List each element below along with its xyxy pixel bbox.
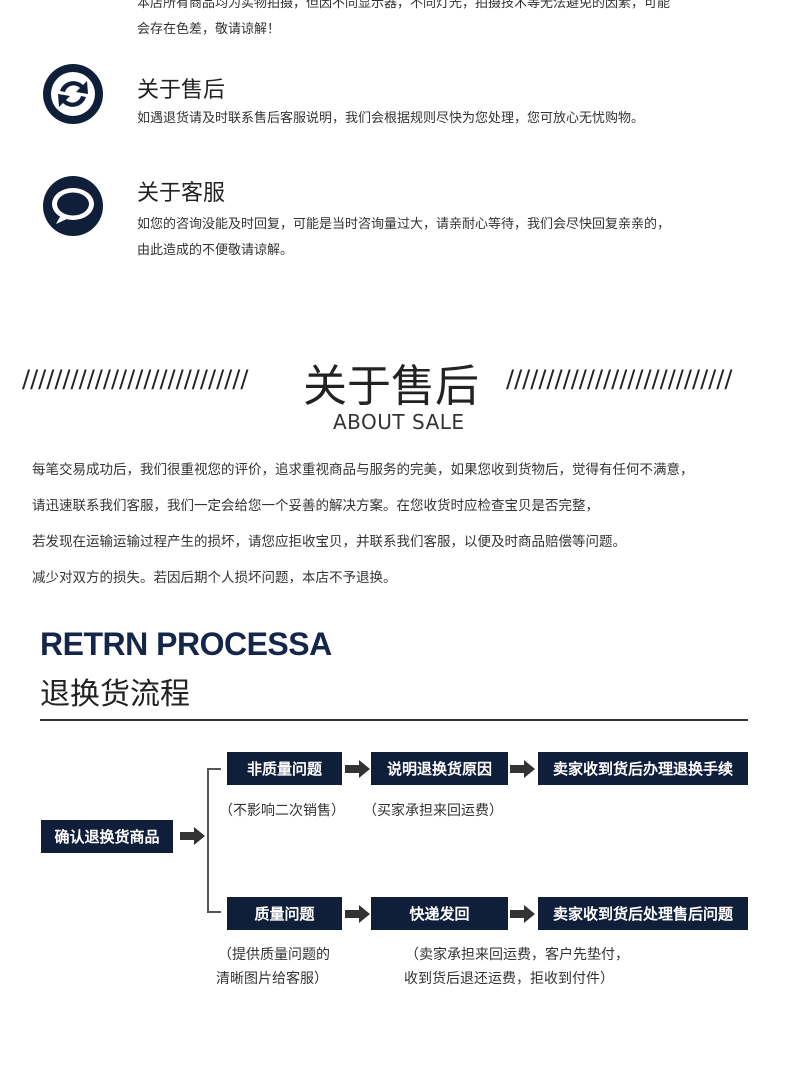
service-title: 关于客服	[137, 181, 226, 206]
row2-step3-box: 卖家收到货后处理售后问题	[538, 897, 748, 930]
about-sale-paragraph-2: 请迅速联系我们客服，我们一定会给您一个妥善的解决方案。在您收货时应检查宝贝是否完…	[32, 498, 599, 514]
start-box: 确认退换货商品	[41, 820, 173, 853]
flow-bracket-bottom	[207, 911, 221, 913]
row1-step1-box: 非质量问题	[227, 752, 342, 785]
notice-text-line1: 本店所有商品均为实物拍摄，但因不同显示器，不同灯光，拍摄技术等无法避免的因素，可…	[137, 0, 671, 11]
row1-note1: （不影响二次销售）	[219, 803, 345, 819]
process-title-cn: 退换货流程	[40, 677, 190, 712]
service-text-line1: 如您的咨询没能及时回复，可能是当时咨询量过大，请亲耐心等待，我们会尽快回复亲亲的…	[137, 217, 671, 232]
row2-note2-line2: 收到货后退还运费，拒收到付件）	[404, 971, 614, 987]
decorative-slashes-right: ////////////////////////////	[506, 365, 733, 393]
about-sale-title: 关于售后	[303, 361, 479, 412]
about-sale-paragraph-3: 若发现在运输运输过程产生的损坏，请您应拒收宝贝，并联系我们客服，以便及时商品赔偿…	[32, 534, 626, 550]
process-divider	[40, 719, 748, 721]
row2-step2-box: 快递发回	[371, 897, 508, 930]
arrow-right-icon	[345, 759, 371, 783]
arrow-right-icon	[345, 904, 371, 928]
row1-step2-box: 说明退换货原因	[371, 752, 508, 785]
arrow-right-icon	[510, 759, 536, 783]
arrow-right-icon	[180, 826, 206, 850]
flow-bracket	[207, 768, 209, 913]
decorative-slashes-left: ////////////////////////////	[22, 365, 249, 393]
about-sale-subtitle: ABOUT SALE	[333, 410, 465, 434]
about-sale-paragraph-4: 减少对双方的损失。若因后期个人损坏问题，本店不予退换。	[32, 570, 397, 586]
row2-note1-line1: （提供质量问题的	[218, 947, 330, 963]
row2-note2-line1: （卖家承担来回运费，客户先垫付，	[405, 947, 629, 963]
row1-step3-box: 卖家收到货后办理退换手续	[538, 752, 748, 785]
after-sale-text: 如遇退货请及时联系售后客服说明，我们会根据规则尽快为您处理，您可放心无忧购物。	[137, 111, 645, 126]
row2-step1-box: 质量问题	[227, 897, 342, 930]
about-sale-paragraph-1: 每笔交易成功后，我们很重视您的评价，追求重视商品与服务的完美，如果您收到货物后，…	[32, 462, 694, 478]
row1-note2: （买家承担来回运费）	[363, 803, 503, 819]
row2-note1-line2: 清晰图片给客服）	[216, 971, 328, 987]
process-title-en: RETRN PROCESSA	[40, 626, 332, 662]
speech-bubble-icon	[43, 176, 103, 236]
service-text-line2: 由此造成的不便敬请谅解。	[137, 243, 294, 258]
refresh-arrows-icon	[43, 64, 103, 124]
notice-text-line2: 会存在色差，敬请谅解！	[137, 22, 281, 37]
after-sale-title: 关于售后	[137, 78, 226, 103]
arrow-right-icon	[510, 904, 536, 928]
flow-bracket-top	[207, 768, 221, 770]
